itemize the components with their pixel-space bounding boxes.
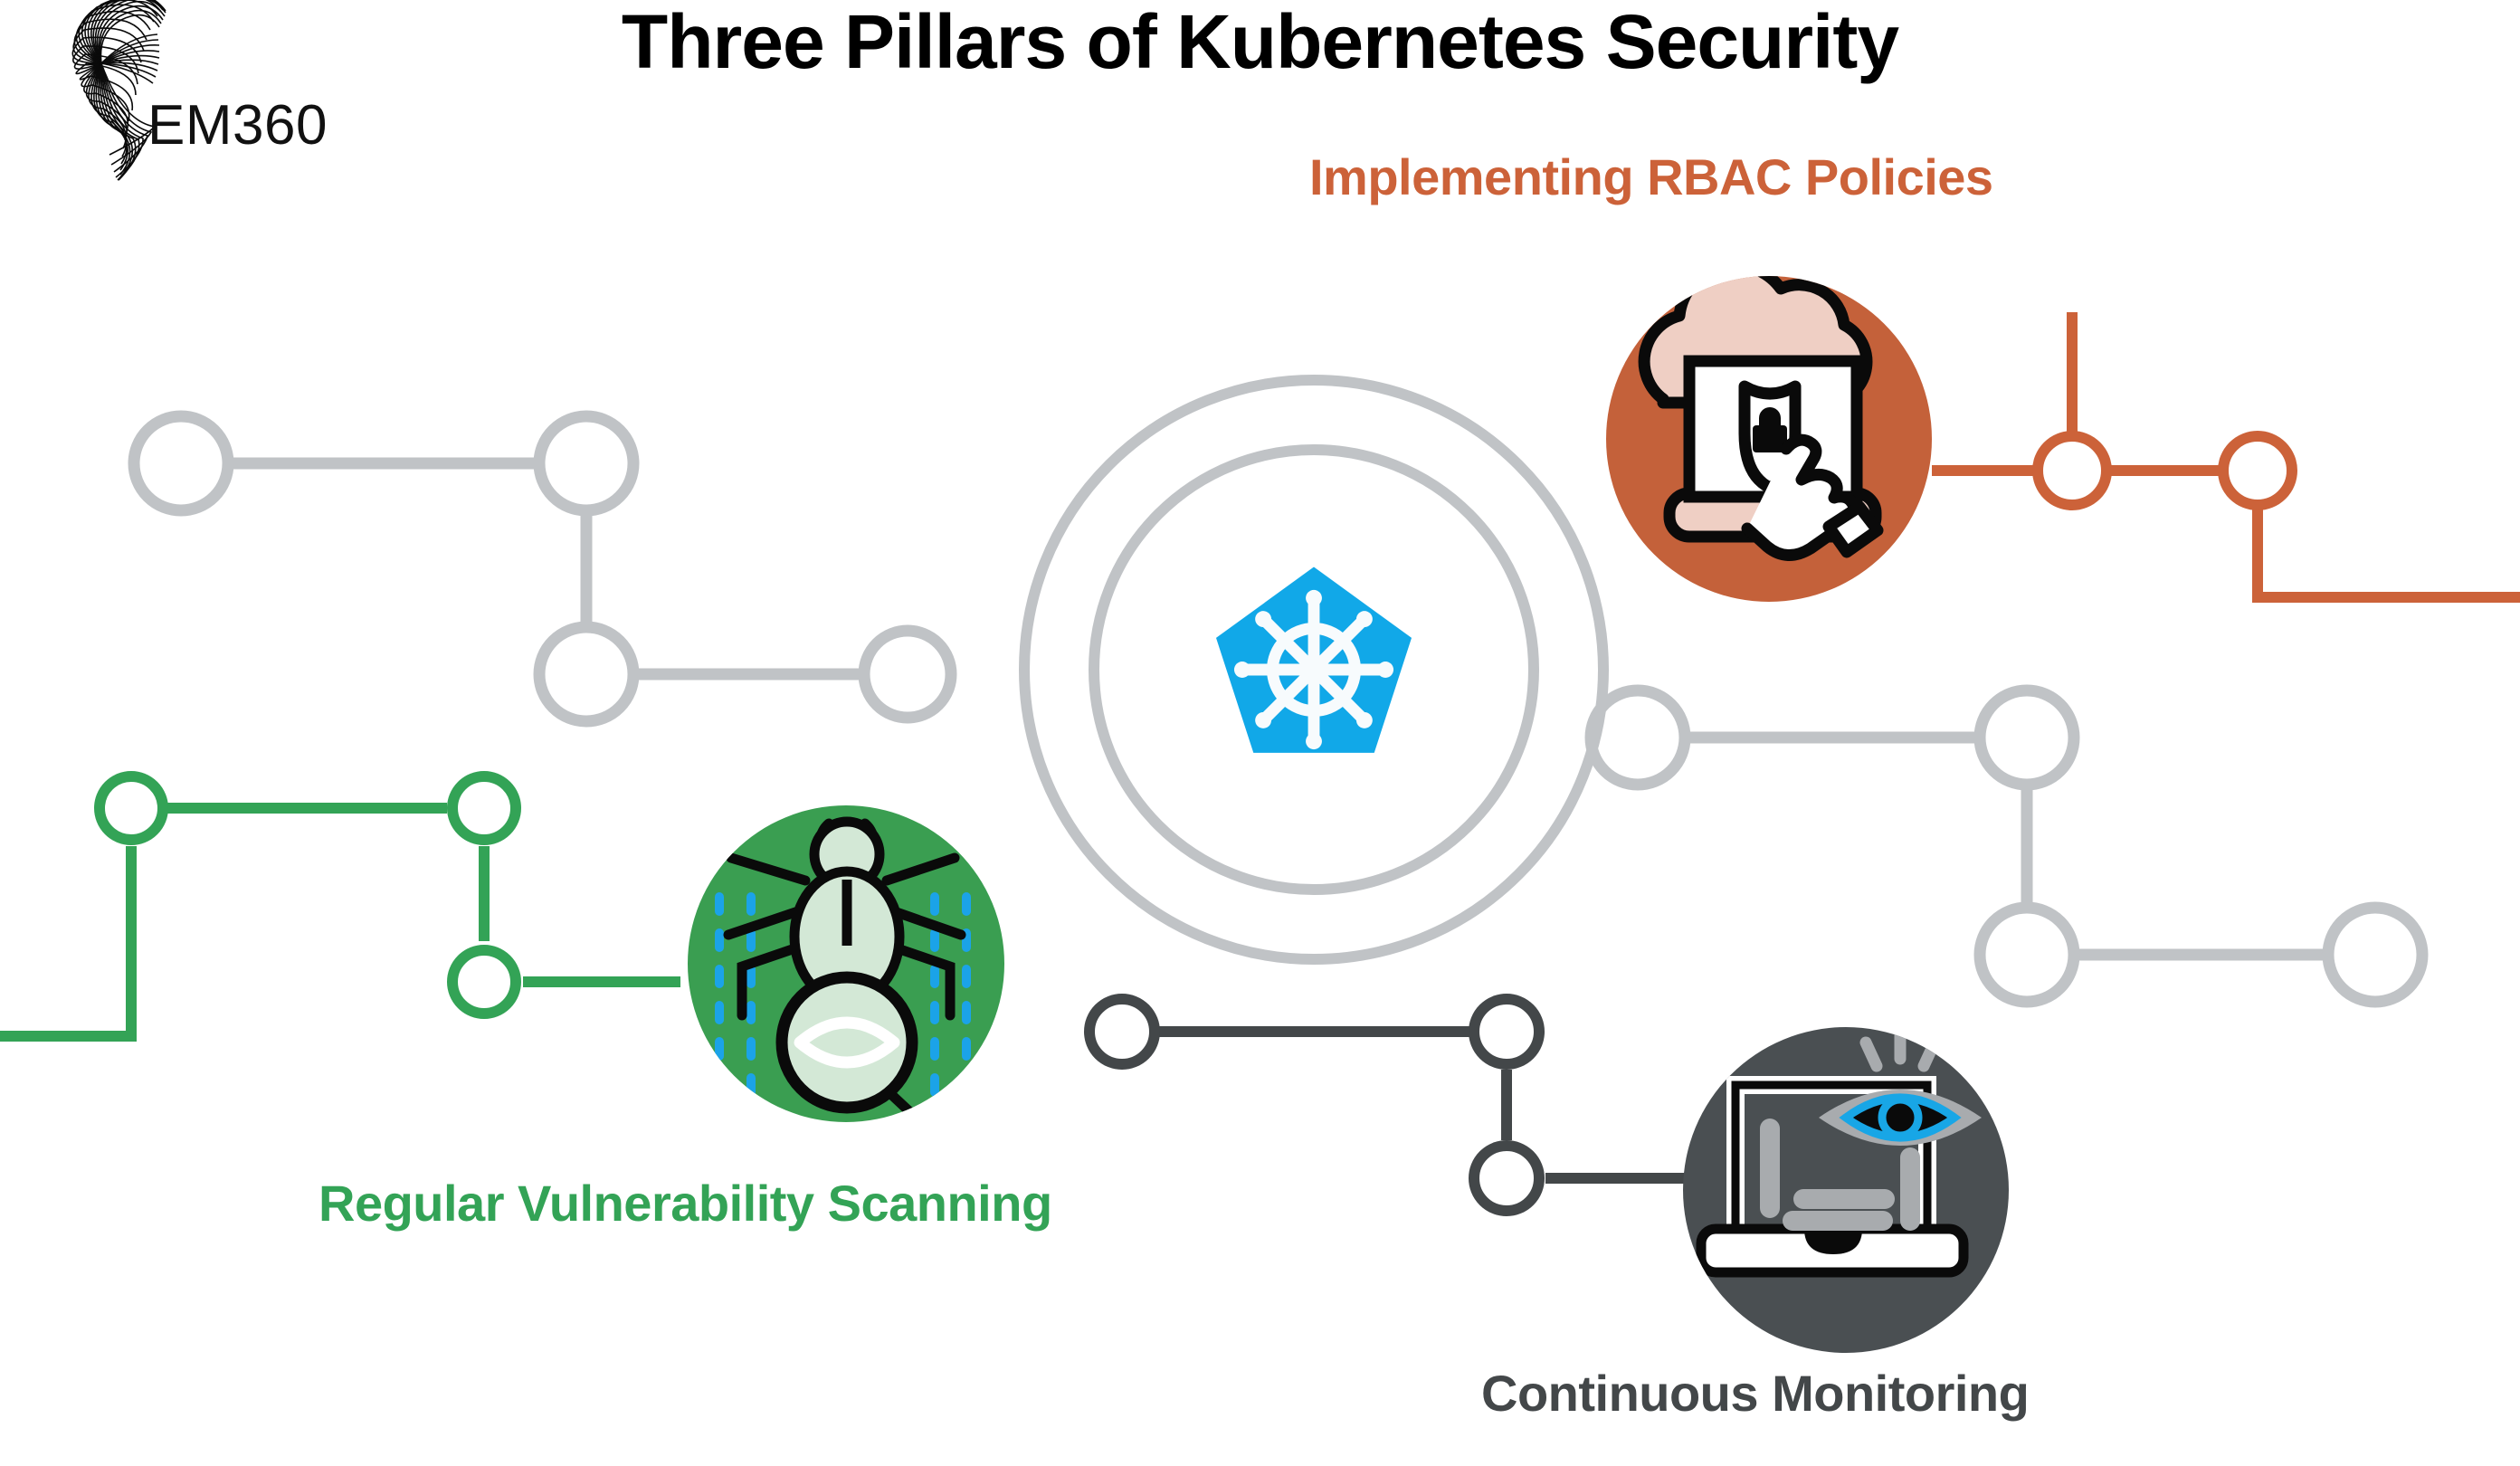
pillar-monitoring-icon-group[interactable] (1683, 1027, 2009, 1353)
circuit-green-left (0, 771, 680, 1042)
pillar-label-rbac: Implementing RBAC Policies (1309, 148, 1993, 205)
brand-logo-text: EM360 (147, 94, 328, 157)
kubernetes-center-group (1019, 375, 1609, 965)
center-inner-ring (1089, 444, 1539, 895)
em360-spiral-logo-icon (71, 0, 166, 181)
kubernetes-helm-wheel-icon (1215, 566, 1412, 753)
page-title: Three Pillars of Kubernetes Security (621, 0, 1899, 84)
circuit-dark-bottom (1084, 994, 1685, 1216)
laptop-eye-surveillance-icon (1696, 1027, 1982, 1278)
circuit-gray-right (1584, 684, 2429, 1008)
center-outer-ring (1019, 375, 1609, 965)
bug-magnifier-scan-icon (715, 816, 971, 1122)
pillar-rbac-icon-group[interactable] (1606, 265, 1932, 602)
pillar-label-monitoring: Continuous Monitoring (1481, 1365, 2030, 1422)
circuit-gray-topleft (128, 410, 957, 728)
pillar-vulnerability-icon-group[interactable] (688, 805, 1004, 1128)
circuit-orange-right (1932, 312, 2520, 603)
cloud-laptop-shield-lock-hand-icon (1638, 276, 1884, 561)
code-dash-left (715, 892, 756, 1097)
pillar-label-vulnerability: Regular Vulnerability Scanning (319, 1175, 1052, 1232)
